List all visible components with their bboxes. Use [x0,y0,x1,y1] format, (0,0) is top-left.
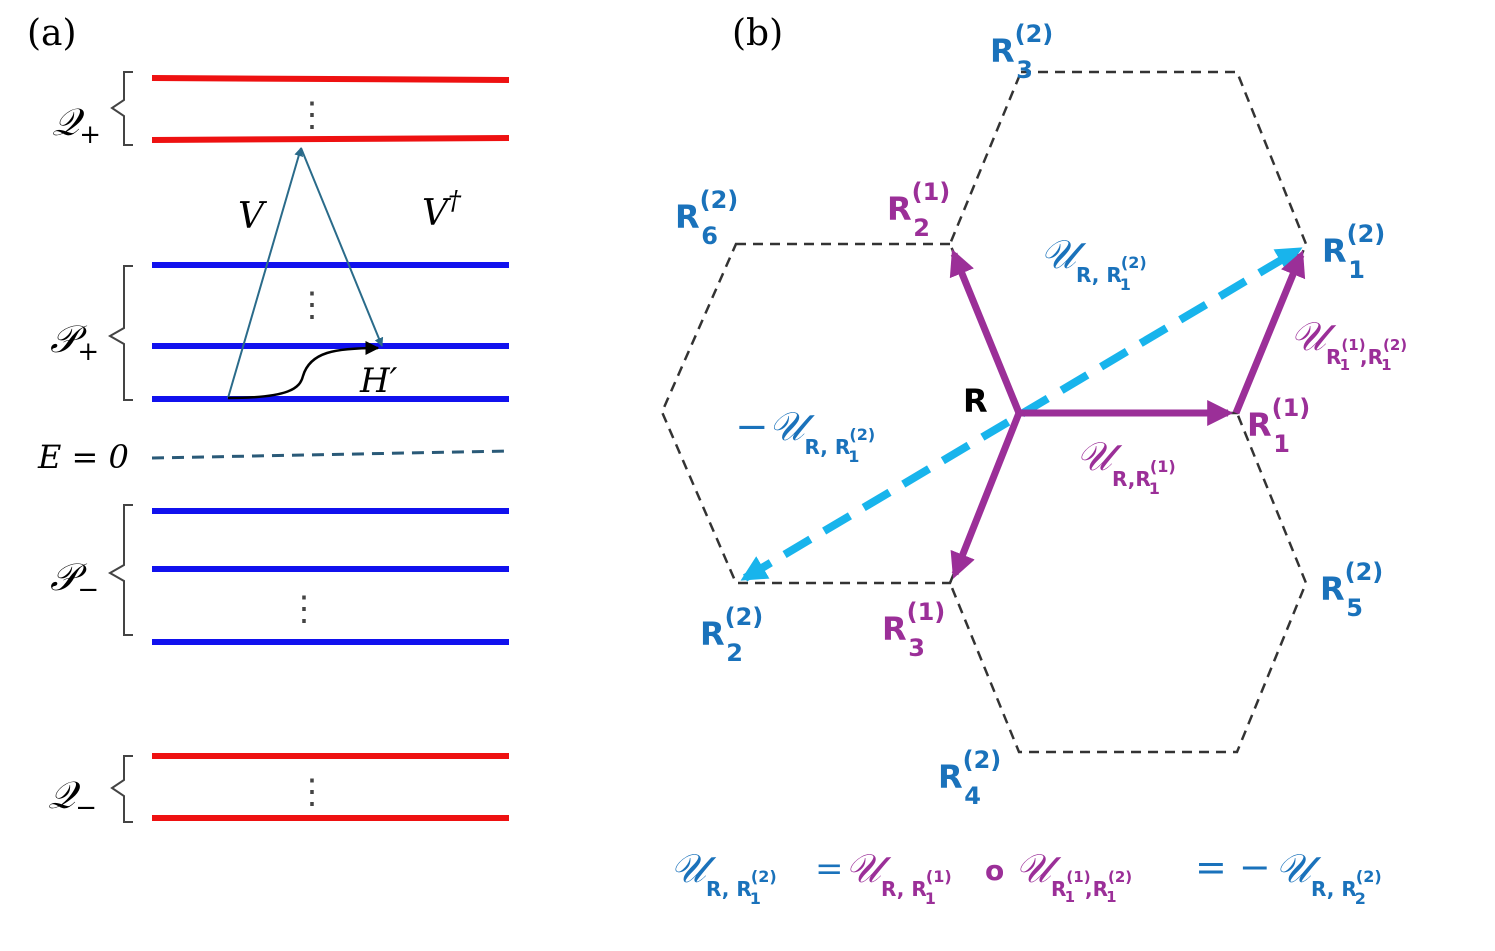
q-minus-ellipsis: ⋮ [295,772,329,812]
q-plus-level-top [151,75,510,83]
site-r4-2-label: R(2)4 [938,746,1001,810]
q-plus-brace [110,71,133,146]
hprime-label: H′ [359,361,398,401]
q-minus-label: 𝒬− [48,773,97,823]
panel-a-label: (a) [27,13,77,54]
q-plus-ellipsis: ⋮ [295,95,329,135]
hexagon-left [660,242,1021,585]
site-r2-2-label: R(2)2 [700,603,763,667]
panel-b-label: (b) [732,13,783,54]
p-plus-label: 𝒫+ [50,317,99,367]
label-minus-u-r-r1-2: −𝒰R, R1(2) [735,404,875,466]
site-r6-2-label: R(2)6 [675,186,738,250]
first-shell-labels: R(1)1 R(1)2 R(1)3 [882,178,1310,662]
q-plus-level-bottom [151,135,510,143]
equation-term1: 𝒰R, R1(1) [845,846,952,908]
panel-a: (a) ⋮ ⋮ E = 0 ⋮ ⋮ 𝒬+ 𝒫+ 𝒫− 𝒬− [27,13,510,823]
site-r3-2-label: R(2)3 [990,20,1053,84]
center-site-label: R [963,382,988,420]
equation-term2: 𝒰R(1)1,R(2)1 [1015,846,1132,906]
hexagon-bottom [948,411,1308,754]
site-r5-2-label: R(2)5 [1320,558,1383,622]
vdag-label: V† [422,186,462,234]
vdag-transition-arrow [300,147,384,347]
equation-lhs: 𝒰R, R1(2) [670,846,777,908]
hprime-curve-arrow [227,341,380,400]
site-r3-1-label: R(1)3 [882,598,945,662]
p-minus-ellipsis: ⋮ [287,589,321,629]
arrow-r-to-r3-1 [950,411,1023,579]
site-r1-2-label: R(2)1 [1322,220,1385,284]
equation-eq1: = [815,849,844,889]
hexagon-top [948,70,1308,415]
site-r1-1-label: R(1)1 [1247,394,1310,458]
q-minus-brace [110,755,133,823]
label-u-r1-1-r1-2: 𝒰R(1)1,R(2)1 [1290,314,1407,374]
equation-rhs: 𝒰R, R2(2) [1275,846,1382,908]
second-shell-labels: R(2)1 R(2)2 R(2)3 R(2)4 R(2)5 R(2)6 [675,20,1385,810]
panel-b: (b) R R(2)1 R(2)2 R(2)3 R(2)4 R(2)5 R(2)… [660,13,1407,908]
bottom-equation: 𝒰R, R1(2) = 𝒰R, R1(1) o 𝒰R(1)1,R(2)1 = −… [670,845,1382,908]
arrow-r-to-r2-1 [949,249,1023,415]
equation-eq2: = − [1195,845,1271,889]
v-label: V [238,196,268,237]
zero-energy-line [151,449,510,460]
site-r2-1-label: R(1)2 [887,178,950,242]
p-plus-brace [107,265,133,401]
arrow-r1-1-to-r1-2 [1232,250,1306,415]
label-u-r-r1-2: 𝒰R, R1(2) [1040,232,1147,294]
p-minus-brace [107,504,133,636]
zero-energy-label: E = 0 [37,438,129,476]
p-plus-ellipsis: ⋮ [295,285,329,325]
v-transition-arrow [227,147,304,399]
p-minus-label: 𝒫− [50,555,99,605]
second-neighbor-dashed-arrow [740,246,1303,582]
equation-compose: o [985,854,1004,887]
q-plus-label: 𝒬+ [52,100,101,150]
label-u-r-r1-1: 𝒰R,R1(1) [1076,434,1176,498]
